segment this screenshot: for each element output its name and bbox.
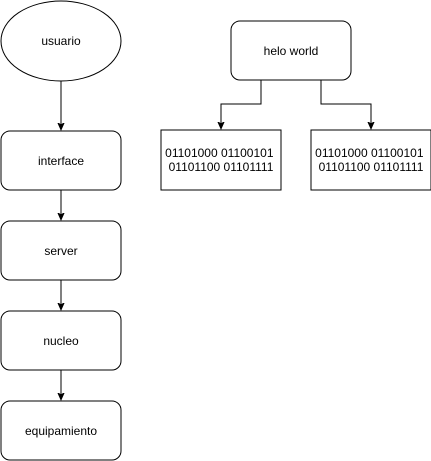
node-binary-right-shape: [310, 129, 431, 191]
edge-helo-world-to-binary-left: [221, 80, 262, 129]
node-binary-right: 01101000 01100101 01101100 01101111: [310, 129, 431, 191]
node-nucleo-label: nucleo: [43, 334, 79, 348]
node-server-label: server: [44, 244, 77, 258]
node-binary-right-label: 01101000 01100101 01101100 01101111: [315, 146, 427, 174]
node-interface: interface: [0, 130, 122, 191]
node-usuario: usuario: [0, 0, 122, 82]
node-binary-left-shape: [160, 129, 282, 191]
node-helo-world: helo world: [230, 20, 352, 81]
node-usuario-label: usuario: [41, 34, 81, 48]
node-interface-label: interface: [38, 154, 84, 168]
node-equipamiento-label: equipamiento: [25, 424, 97, 438]
node-binary-left: 01101000 01100101 01101100 01101111: [160, 129, 282, 191]
edge-helo-world-to-binary-right: [320, 80, 371, 129]
node-helo-world-label: helo world: [264, 44, 319, 58]
node-binary-right-line2: 01101100 01101111: [319, 160, 424, 174]
node-equipamiento: equipamiento: [0, 400, 122, 461]
node-binary-right-line1: 01101000 01100101: [315, 146, 424, 160]
node-nucleo: nucleo: [0, 310, 122, 371]
node-equipamiento-shape: [0, 400, 122, 461]
node-helo-world-shape: [230, 20, 352, 81]
node-binary-left-label: 01101000 01100101 01101100 01101111: [165, 146, 277, 174]
node-server: server: [0, 220, 122, 281]
node-binary-left-line1: 01101000 01100101: [165, 146, 274, 160]
node-binary-left-line2: 01101100 01101111: [169, 160, 274, 174]
